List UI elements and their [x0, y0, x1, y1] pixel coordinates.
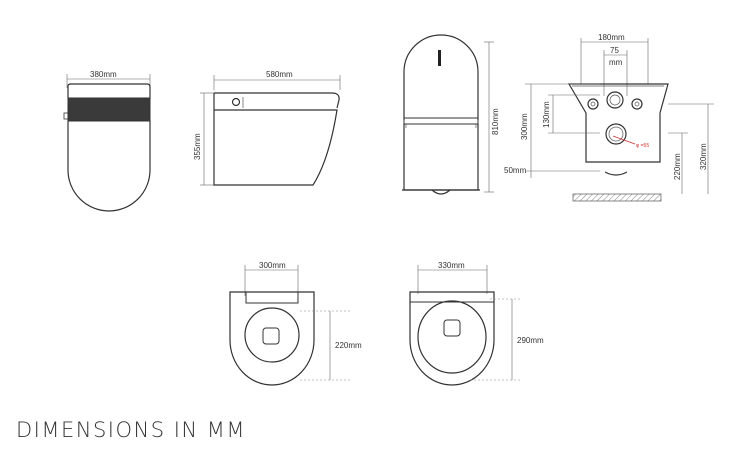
seat-b-depth-label: 290mm — [517, 336, 544, 345]
rear-height-130-label: 130mm — [542, 101, 551, 128]
seat-view-b: 330mm 290mm — [409, 261, 544, 386]
rear-height-320-label: 320mm — [699, 143, 708, 170]
seat-view-a: 300mm 220mm — [229, 261, 362, 386]
side-height-label: 355mm — [193, 133, 202, 160]
floor-hatch — [572, 193, 662, 202]
outlet-diameter-label: φ =55 — [636, 143, 649, 149]
rear-view: 180mm 75 mm φ =55 300mm 130mm 50mm 220mm — [504, 33, 714, 202]
side-view: 580mm 355mm — [193, 70, 341, 186]
front-open-view: 810mm — [402, 34, 500, 195]
top-view: 380mm — [63, 70, 151, 212]
rear-height-50-label: 50mm — [504, 166, 527, 175]
seat-a-depth-label: 220mm — [335, 341, 362, 350]
dimensions-caption: DIMENSIONS IN MM — [16, 418, 247, 442]
front-height-label: 810mm — [491, 108, 500, 135]
seat-a-width-label: 300mm — [259, 261, 286, 270]
top-width-label: 380mm — [90, 70, 117, 79]
side-length-label: 580mm — [266, 70, 293, 79]
rear-width-label: 180mm — [598, 33, 625, 42]
rear-height-300-label: 300mm — [520, 113, 529, 140]
bolt-spacing-unit: mm — [609, 58, 623, 67]
rear-height-220-label: 220mm — [673, 153, 682, 180]
seat-b-width-label: 330mm — [438, 261, 465, 270]
bolt-spacing-label: 75 — [610, 46, 619, 55]
